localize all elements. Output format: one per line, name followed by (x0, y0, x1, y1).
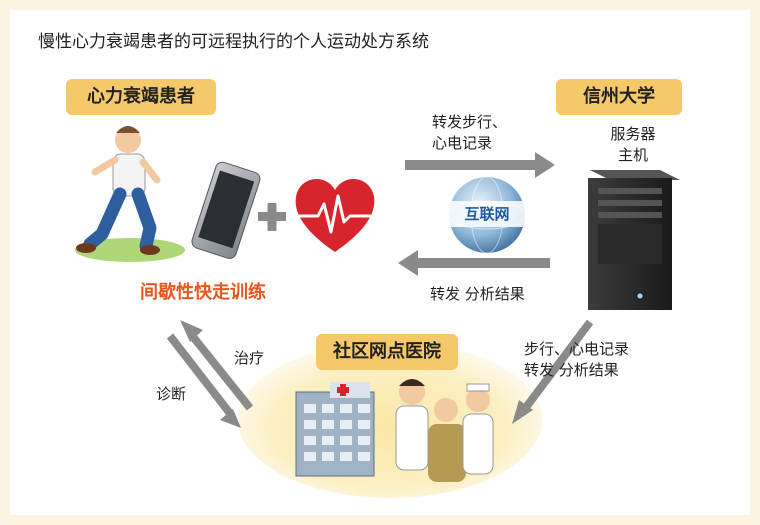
clinic-transfer-line1: 步行、心电记录 (524, 340, 630, 358)
treatment-label: 治疗 (234, 349, 265, 367)
server-label: 服务器 主机 (598, 124, 668, 166)
return-label: 转发 分析结果 (430, 285, 525, 303)
clinic-transfer-line2: 转发 分析结果 (524, 361, 619, 379)
nurse-icon (462, 383, 494, 475)
page-title: 慢性心力衰竭患者的可远程执行的个人运动处方系统 (38, 32, 429, 52)
smartphone-icon (191, 161, 261, 259)
server-icon (588, 170, 680, 310)
arrow-server-to-clinic (512, 319, 594, 424)
heart-ecg-icon (295, 179, 376, 252)
internet-globe-icon (447, 176, 527, 254)
upload-label-line2: 心电记录 (432, 134, 493, 152)
university-label: 信州大学 (556, 79, 682, 115)
training-label: 间歇性快走训练 (140, 282, 266, 303)
hospital-building-icon (295, 382, 375, 477)
diagnosis-label: 诊断 (156, 385, 187, 403)
upload-label: 转发步行、 心电记录 (432, 112, 507, 154)
patient-label: 心力衰竭患者 (66, 79, 216, 115)
clinic-transfer-label: 步行、心电记录 转发 分析结果 (524, 339, 629, 381)
doctor-icon (395, 379, 429, 471)
arrow-treatment (180, 320, 254, 411)
server-label-line2: 主机 (617, 146, 648, 164)
elderly-patient-icon (428, 398, 466, 482)
arrow-to-patient (398, 250, 550, 276)
internet-label: 互联网 (464, 205, 510, 223)
clinic-label: 社区网点医院 (316, 334, 458, 370)
upload-label-line1: 转发步行、 (432, 113, 508, 131)
walking-patient-icon (75, 126, 185, 262)
arrow-diagnosis (166, 333, 241, 428)
plus-icon (258, 203, 286, 231)
server-label-line1: 服务器 (610, 125, 656, 143)
arrow-to-university (405, 152, 555, 178)
